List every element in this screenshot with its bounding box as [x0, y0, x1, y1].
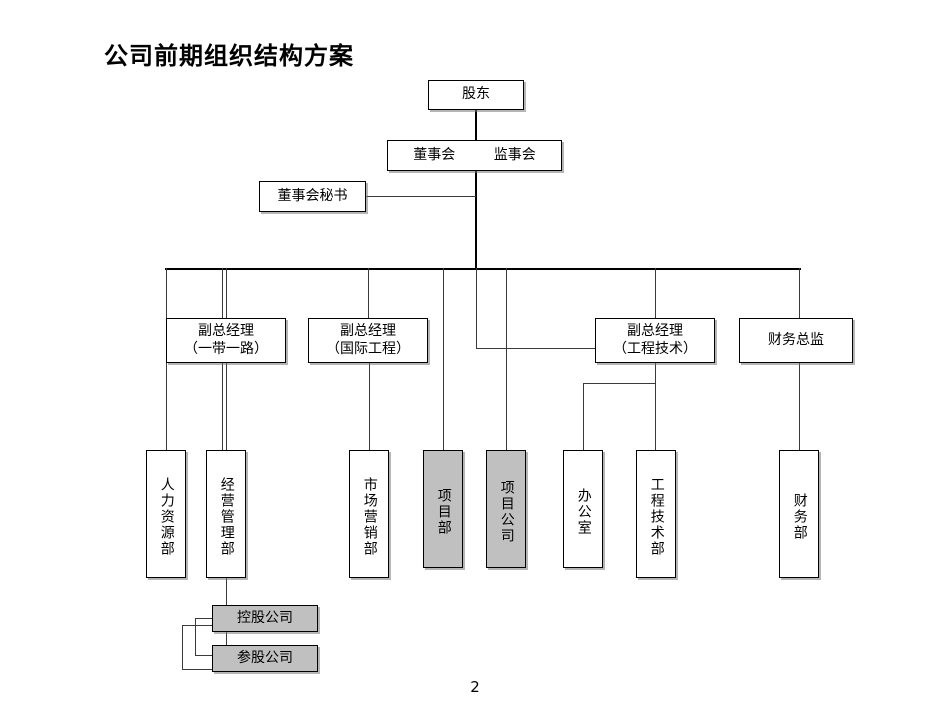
edge-board-secretary: [365, 196, 476, 197]
node-vp-belt-road[interactable]: 副总经理 （一带一路）: [166, 318, 286, 363]
node-dept-marketing-label: 市场营销部: [361, 477, 378, 557]
node-holding-company-label: 控股公司: [237, 609, 293, 626]
node-dept-eng-tech-label: 工程技术部: [648, 477, 665, 557]
node-dept-finance-label: 财务部: [791, 493, 808, 541]
node-dept-hr-label: 人力资源部: [158, 477, 175, 557]
edge-vp-intl-eng-marketing: [369, 363, 370, 468]
drop-to-vp-belt-road: [222, 268, 223, 318]
node-vp-belt-road-label: 副总经理 （一带一路）: [184, 323, 268, 357]
node-vp-intl-eng-label: 副总经理 （国际工程）: [326, 323, 410, 357]
node-cfo-label: 财务总监: [768, 331, 824, 348]
elbow-vertical-eng-tech: [476, 268, 477, 348]
node-board-secretary-label: 董事会秘书: [277, 187, 348, 204]
node-dept-project-label: 项目部: [435, 488, 452, 536]
node-vp-eng-tech-label: 副总经理 （工程技术）: [613, 323, 697, 357]
node-dept-project[interactable]: 项目部: [423, 450, 463, 568]
drop-to-project-dept: [443, 268, 444, 468]
node-dept-hr[interactable]: 人力资源部: [146, 450, 186, 578]
drop-to-vp-intl-eng: [368, 268, 369, 318]
node-vp-intl-eng[interactable]: 副总经理 （国际工程）: [308, 318, 428, 363]
edge-cfo-finance: [799, 363, 800, 451]
node-board-secretary[interactable]: 董事会秘书: [259, 181, 366, 212]
node-dept-operations-label: 经营管理部: [218, 477, 235, 557]
node-equity-company-label: 参股公司: [237, 649, 293, 666]
node-supervisors-label: 监事会: [493, 146, 536, 163]
node-dept-office-label: 办公室: [575, 488, 592, 536]
main-distribution-bar: [165, 268, 801, 270]
drop-to-hr: [166, 268, 167, 468]
node-dept-eng-tech[interactable]: 工程技术部: [636, 450, 676, 578]
node-dept-marketing[interactable]: 市场营销部: [349, 450, 389, 578]
node-equity-company[interactable]: 参股公司: [212, 645, 318, 672]
edge-vp-belt-road-down: [222, 363, 223, 468]
drop-to-operations: [226, 268, 227, 468]
node-board-label: 董事会: [413, 146, 456, 163]
node-board-supervisors[interactable]: 董事会 监事会: [387, 140, 562, 171]
drop-to-vp-eng-tech: [655, 268, 656, 318]
node-dept-office[interactable]: 办公室: [563, 450, 603, 568]
node-dept-operations[interactable]: 经营管理部: [206, 450, 246, 578]
subsidiary-bracket-inner: [195, 618, 226, 656]
subsidiary-bracket-outer: [182, 625, 226, 670]
drop-to-project-company: [506, 268, 507, 468]
node-dept-project-company-label: 项目公司: [498, 480, 515, 544]
node-holding-company[interactable]: 控股公司: [212, 605, 318, 632]
node-shareholders[interactable]: 股东: [428, 80, 524, 110]
node-shareholders-label: 股东: [462, 86, 490, 103]
node-dept-finance[interactable]: 财务部: [779, 450, 819, 578]
edge-eng-tech-office: [583, 383, 584, 468]
elbow-horizontal-eng-tech: [476, 348, 610, 349]
node-dept-project-company[interactable]: 项目公司: [486, 450, 526, 568]
edge-eng-tech-office-bar: [583, 383, 656, 384]
edge-board-trunk: [475, 140, 477, 268]
drop-to-cfo: [799, 268, 800, 318]
edge-shareholders-board: [475, 110, 477, 140]
edge-vp-eng-tech-down: [655, 363, 656, 468]
node-cfo[interactable]: 财务总监: [739, 318, 853, 363]
page-title: 公司前期组织结构方案: [104, 42, 354, 70]
node-vp-eng-tech[interactable]: 副总经理 （工程技术）: [595, 318, 715, 363]
page-number: 2: [470, 678, 480, 696]
